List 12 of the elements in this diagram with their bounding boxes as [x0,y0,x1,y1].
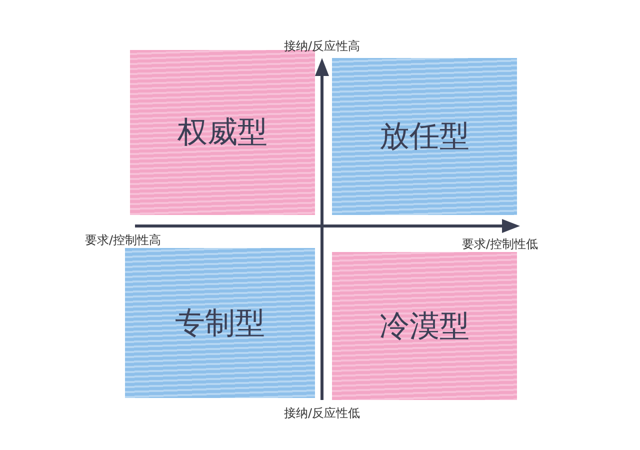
quadrant-area [125,248,315,398]
axis-label: 要求/控制性低 [462,236,538,253]
quadrant-area [332,252,517,400]
quadrant-label: 放任型 [380,118,470,156]
quadrant-area [332,58,517,215]
axis-label: 要求/控制性高 [85,232,162,249]
quadrant-label: 专制型 [175,304,265,342]
quadrant-label: 冷漠型 [380,308,470,346]
axis-label: 接纳/反应性低 [284,405,360,422]
quadrant-area [130,50,315,215]
quadrant-label: 权威型 [178,114,268,152]
axis-label: 接纳/反应性高 [284,38,360,55]
